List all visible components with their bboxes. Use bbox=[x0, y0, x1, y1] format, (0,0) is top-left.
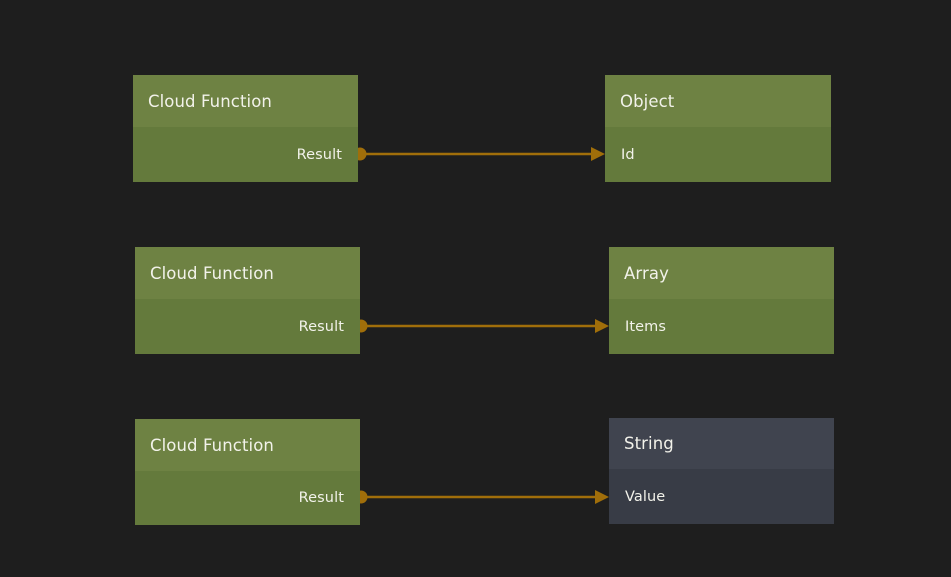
node-output-port-row[interactable]: Result bbox=[133, 127, 358, 182]
node-title: String bbox=[624, 434, 674, 453]
node-input-port-row[interactable]: Items bbox=[609, 299, 834, 354]
node-title: Array bbox=[624, 263, 669, 283]
node-title: Cloud Function bbox=[148, 91, 272, 111]
output-port-label: Result bbox=[298, 318, 344, 335]
node-input-port-row[interactable]: Value bbox=[609, 469, 834, 524]
node-title: Cloud Function bbox=[150, 263, 274, 283]
node-title-bar: String bbox=[609, 418, 834, 469]
node-target-2[interactable]: Array Items bbox=[609, 247, 834, 354]
input-port-label: Value bbox=[625, 488, 666, 505]
input-port-label: Id bbox=[621, 146, 635, 163]
node-title-bar: Object bbox=[605, 75, 831, 127]
node-source-2[interactable]: Cloud Function Result bbox=[135, 247, 360, 354]
edge-arrowhead-icon bbox=[591, 147, 605, 161]
output-port-label: Result bbox=[298, 490, 344, 506]
node-title: Object bbox=[620, 91, 675, 111]
node-title-bar: Cloud Function bbox=[133, 75, 358, 127]
node-input-port-row[interactable]: Id bbox=[605, 127, 831, 182]
node-output-port-row[interactable]: Result bbox=[135, 471, 360, 525]
node-title-bar: Cloud Function bbox=[135, 247, 360, 299]
node-target-1[interactable]: Object Id bbox=[605, 75, 831, 182]
node-title-bar: Array bbox=[609, 247, 834, 299]
node-source-3[interactable]: Cloud Function Result bbox=[135, 419, 360, 525]
edge-arrowhead-icon bbox=[595, 319, 609, 333]
node-title: Cloud Function bbox=[150, 435, 274, 455]
node-source-1[interactable]: Cloud Function Result bbox=[133, 75, 358, 182]
input-port-label: Items bbox=[625, 318, 667, 335]
node-title-bar: Cloud Function bbox=[135, 419, 360, 471]
node-target-3[interactable]: String Value bbox=[609, 418, 834, 524]
node-output-port-row[interactable]: Result bbox=[135, 299, 360, 354]
edge-arrowhead-icon bbox=[595, 490, 609, 504]
output-port-label: Result bbox=[296, 146, 342, 163]
